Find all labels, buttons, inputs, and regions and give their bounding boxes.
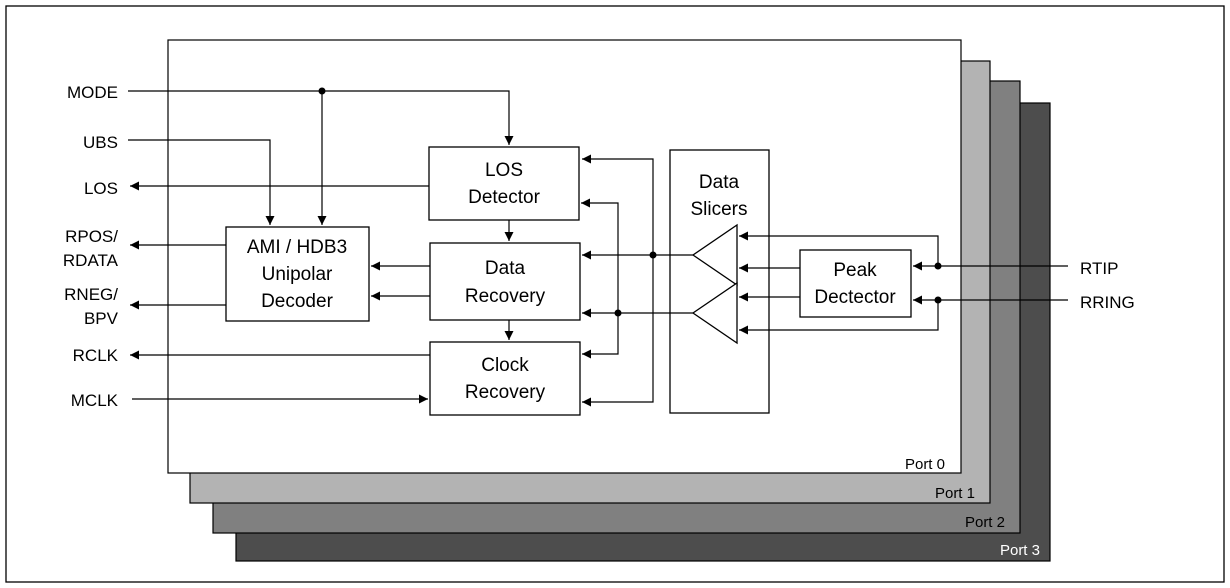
clock-recovery-line1: Clock [481, 355, 529, 376]
slicer-comparator-lower [691, 281, 738, 345]
data-slicers-block: Data Slicers [669, 149, 770, 414]
decoder-block: AMI / HDB3 Unipolar Decoder [225, 226, 370, 322]
los-label: LOS [84, 179, 118, 198]
decoder-line3: Decoder [261, 291, 333, 312]
port-1-label: Port 1 [935, 485, 975, 502]
los-detector-line1: LOS [485, 160, 523, 181]
data-recovery-line1: Data [485, 258, 526, 279]
decoder-line2: Unipolar [262, 264, 333, 285]
ubs-label: UBS [83, 133, 118, 152]
port-3-label: Port 3 [1000, 542, 1040, 559]
slicer-comparator-upper [691, 223, 738, 287]
peak-detector-line2: Dectector [814, 287, 896, 308]
rneg-label-line1: RNEG/ [64, 285, 118, 304]
decoder-line1: AMI / HDB3 [247, 237, 347, 258]
rring-label: RRING [1080, 293, 1135, 312]
mclk-label: MCLK [71, 391, 119, 410]
rpos-label-line1: RPOS/ [65, 227, 118, 246]
rpos-label-line2: RDATA [63, 251, 119, 270]
port-2-label: Port 2 [965, 514, 1005, 531]
mode-label: MODE [67, 83, 118, 102]
peak-detector-block: Peak Dectector [799, 249, 912, 318]
los-detector-line2: Detector [468, 187, 540, 208]
data-slicers-line2: Slicers [690, 199, 747, 220]
signal-wiring [128, 87, 1068, 407]
rtip-label: RTIP [1080, 259, 1118, 278]
data-recovery-block: Data Recovery [429, 242, 581, 321]
rneg-label-line2: BPV [84, 309, 119, 328]
data-recovery-line2: Recovery [465, 286, 546, 307]
los-detector-block: LOS Detector [428, 146, 580, 221]
data-slicers-line1: Data [699, 172, 740, 193]
rclk-label: RCLK [73, 346, 119, 365]
clock-recovery-block: Clock Recovery [429, 341, 581, 416]
peak-detector-line1: Peak [833, 260, 877, 281]
clock-recovery-line2: Recovery [465, 382, 546, 403]
port-0-label: Port 0 [905, 456, 945, 473]
outer-frame [5, 5, 1225, 583]
